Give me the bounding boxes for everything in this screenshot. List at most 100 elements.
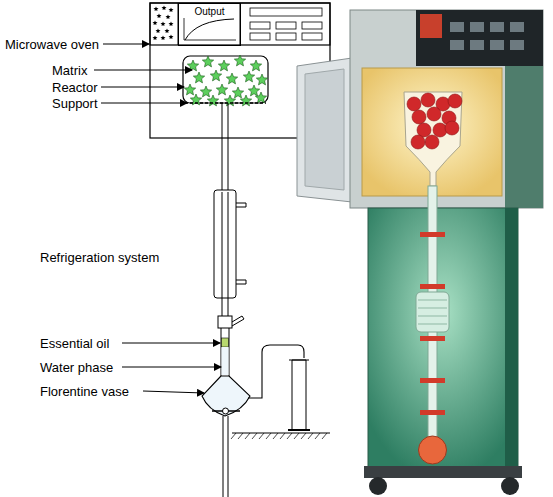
condenser-jacket (214, 190, 236, 298)
part-label: Water phase (40, 360, 113, 375)
bench-line (232, 432, 330, 433)
strawberry (421, 93, 435, 107)
hatch-line (308, 433, 313, 439)
star-symbol (169, 7, 174, 12)
hatch-line (294, 433, 299, 439)
hatch-line (273, 433, 278, 439)
hatch-line (245, 433, 250, 439)
panel-stars (153, 5, 174, 40)
strawberry (427, 107, 441, 121)
cabinet-side (505, 208, 518, 468)
keypad-button (276, 33, 296, 40)
red-clamps (420, 232, 445, 415)
hatch-line (301, 433, 306, 439)
clamp (420, 378, 445, 383)
icon (470, 22, 484, 32)
stopcock (212, 408, 240, 497)
matrix-star (216, 84, 227, 95)
matrix-stars (184, 55, 267, 106)
coolant-port (236, 280, 246, 284)
cylinder-lip (289, 360, 309, 361)
part-label: Matrix (52, 63, 87, 78)
hatch-line (266, 433, 271, 439)
side-arm (232, 316, 244, 326)
hatch-line (287, 433, 292, 439)
graduated-cylinder (288, 360, 310, 430)
cylinder-body (292, 360, 306, 430)
matrix-star (256, 74, 267, 85)
leader-arrow (94, 70, 192, 71)
star-symbol (154, 6, 159, 11)
glass-reactor (404, 92, 462, 186)
leader-arrow (103, 44, 149, 45)
star-symbol (169, 34, 174, 39)
matrix-star (193, 72, 204, 83)
star-symbol (153, 20, 158, 25)
display-screen (420, 14, 442, 38)
tube-wall (221, 328, 222, 376)
matrix-star (248, 85, 259, 96)
matrix-star (210, 70, 221, 81)
florentine-flask (202, 376, 250, 416)
display-icons (450, 22, 524, 50)
cylinder-foot (288, 429, 310, 431)
leader-arrow (101, 87, 184, 88)
strawberry (411, 135, 425, 149)
part-label: Reactor (52, 80, 98, 95)
hatch-line (252, 433, 257, 439)
icon (450, 22, 464, 32)
oven-housing (350, 10, 543, 208)
leader-arrows (94, 44, 221, 393)
clamp (420, 410, 445, 415)
panel-section: Output (178, 3, 241, 46)
hatch-line (322, 433, 327, 439)
leader-arrow (101, 103, 187, 104)
leader-arrow (143, 391, 204, 393)
strawberries (407, 93, 462, 149)
matrix-star (226, 73, 237, 84)
strawberry (412, 110, 426, 124)
glass-joint (218, 316, 232, 328)
icon (510, 40, 524, 50)
tube-wall (222, 298, 223, 316)
yield-curve (185, 19, 234, 40)
keypad-button (302, 33, 322, 40)
star-symbol (156, 28, 161, 33)
support-grid (185, 102, 266, 104)
tube-wall (222, 103, 223, 190)
condenser-tube (228, 192, 229, 298)
star-symbol (161, 35, 166, 40)
star-symbol (157, 13, 162, 18)
matrix-star (240, 95, 251, 106)
matrix-star (224, 95, 235, 106)
bench-hatching (231, 433, 327, 439)
matrix-star (218, 60, 229, 71)
matrix-star (250, 60, 261, 71)
hatch-line (231, 433, 236, 439)
part-label: Microwave oven (5, 37, 99, 52)
icon (490, 22, 504, 32)
coolant-port (236, 203, 246, 207)
tube-wall (228, 103, 229, 190)
star-symbol (169, 21, 174, 26)
strawberry (448, 94, 462, 108)
strawberry (425, 135, 439, 149)
part-label: Essential oil (40, 336, 109, 351)
matrix-star (232, 87, 243, 98)
water-layer (222, 347, 229, 375)
display-button (250, 8, 322, 16)
wheel (501, 477, 519, 495)
open-door (297, 58, 352, 202)
strawberry (445, 121, 459, 135)
keypad-button (250, 22, 270, 29)
icon (450, 40, 464, 50)
hatch-line (238, 433, 243, 439)
lower-cabinet (368, 208, 518, 468)
door-window (305, 69, 344, 190)
clamp (420, 284, 445, 289)
essential-oil-layer (222, 338, 229, 347)
keypad-button (250, 33, 270, 40)
cabinet-base (364, 466, 522, 478)
condenser-tube (222, 192, 223, 298)
tube-wall (228, 298, 229, 316)
